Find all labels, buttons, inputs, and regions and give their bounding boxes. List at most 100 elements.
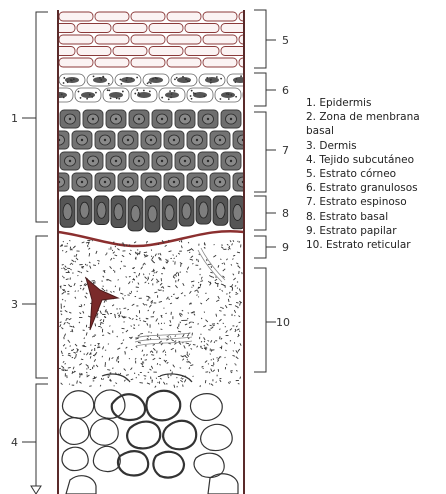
dermis-fiber [66,319,67,321]
keratohyalin-granule [121,83,123,85]
keratohyalin-granule [174,78,176,80]
marker-6: 6 [282,84,289,97]
keratohyalin-granule [86,98,88,100]
granulosum-nucleus [121,77,135,83]
keratohyalin-granule [206,77,208,79]
dermis-fiber [105,300,107,301]
dermis-fiber [147,354,148,356]
keratohyalin-granule [171,93,173,95]
nucleolus [92,160,94,162]
nucleolus [196,139,198,141]
keratohyalin-granule [182,76,184,78]
dermis-fiber [206,300,207,301]
keratohyalin-granule [235,96,237,98]
corneum-cell [167,12,201,21]
dermis-fiber [113,258,114,259]
corneum-cell [167,35,201,44]
keratohyalin-granule [70,79,72,81]
dermis-fiber [212,350,214,351]
dermis-fiber [158,254,159,255]
dermis-fiber [105,366,106,367]
corneum-cell [113,24,147,33]
dermis-fiber [240,377,241,379]
legend-item-epidermis: 1. Epidermis [306,96,446,110]
dermis-fiber [143,361,144,364]
marker-7: 7 [282,144,289,157]
dermis-fiber [90,354,91,355]
dermis-fiber [60,286,61,287]
dermis-fiber [70,345,71,346]
keratohyalin-granule [80,97,82,99]
dermis-fiber [101,378,102,380]
corneum-cell [149,24,183,33]
nucleolus [184,118,186,120]
dermis-fiber [124,352,125,353]
granulosum-nucleus [221,92,235,98]
keratohyalin-granule [136,77,138,79]
nucleolus [207,118,209,120]
basal-nucleus [165,205,174,221]
dermis-fiber [198,297,199,298]
dermis-fiber [144,376,147,377]
dermis-fiber [179,241,180,242]
keratohyalin-granule [256,99,258,101]
dermis-fiber [222,308,224,309]
dermis-fiber [127,295,129,296]
keratohyalin-granule [190,95,192,97]
nucleolus [104,181,106,183]
nucleolus [230,160,232,162]
keratohyalin-granule [63,77,65,79]
dermis-fiber [76,354,77,357]
corneum-cell [95,35,129,44]
dermis-fiber [208,364,209,365]
keratohyalin-granule [116,97,118,99]
nucleolus [69,160,71,162]
corneum-cell [203,58,237,67]
dermis-fiber [189,322,191,323]
dermis-fiber [147,241,148,243]
keratohyalin-granule [228,98,230,100]
dermis-fiber [119,244,120,245]
dermis-fiber [138,325,139,326]
dermis-fiber [198,287,200,288]
dermis-fiber [105,254,106,255]
dermis-fiber [89,386,91,387]
dermis-fiber [237,252,240,253]
dermis-fiber [168,377,169,378]
dermis-fiber [230,371,232,372]
nucleolus [173,181,175,183]
dermis-fiber [182,342,183,343]
dermis-fiber [230,286,232,287]
dermis-fiber [198,259,199,262]
granulosum-nucleus [249,92,263,98]
legend-item-basement-membrane: 2. Zona de menbrana basal [306,110,446,138]
legend-item-spinosum: 7. Estrato espinoso [306,195,446,209]
bracket-epidermis [22,12,48,222]
corneum-cell [131,35,165,44]
dermis-fiber [118,361,119,362]
dermis-fiber [222,263,223,264]
dermis-fiber [210,354,211,355]
dermis-fiber [204,341,205,342]
nucleolus [150,139,152,141]
basal-nucleus [199,202,208,218]
dermis-fiber [185,295,186,296]
keratohyalin-granule [210,82,212,84]
keratohyalin-granule [191,90,193,92]
keratohyalin-granule [226,93,228,95]
dermis-fiber [198,282,199,283]
dermis-fiber [161,287,163,288]
dermis-fiber [130,250,131,251]
dermis-fiber [173,255,174,256]
basal-nucleus [114,204,123,220]
nucleolus [196,181,198,183]
nucleolus [127,181,129,183]
dermis-fiber [188,313,189,314]
corneum-cell [131,12,165,21]
dermis-fiber [176,256,177,257]
dermis-fiber [235,364,236,365]
keratohyalin-granule [54,99,56,101]
dermis-fiber [62,276,63,277]
dermis-fiber [98,263,99,264]
basal-nucleus [182,203,191,219]
